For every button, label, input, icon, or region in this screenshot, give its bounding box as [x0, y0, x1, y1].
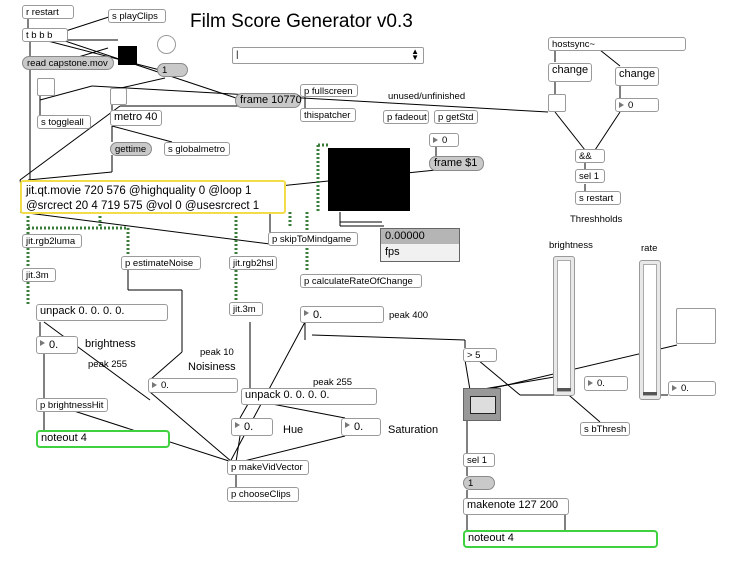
- frame-message[interactable]: frame 10770: [235, 93, 302, 108]
- sync-toggle[interactable]: [548, 94, 566, 112]
- estimate-noise[interactable]: p estimateNoise: [121, 256, 201, 270]
- getstd-subpatch[interactable]: p getStd: [434, 110, 478, 124]
- jit-qt-movie[interactable]: jit.qt.movie 720 576 @highquality 0 @loo…: [20, 180, 286, 214]
- toggle-all[interactable]: [37, 78, 55, 96]
- send-restart[interactable]: s restart: [575, 191, 621, 205]
- brightness-hit[interactable]: p brightnessHit: [36, 398, 108, 412]
- gate-switch-icon: [470, 396, 496, 414]
- noteout-rate[interactable]: noteout 4: [463, 530, 658, 548]
- skip-to-mindgame[interactable]: p skipToMindgame: [268, 232, 358, 246]
- fps-display: 0.00000 fps: [380, 228, 460, 262]
- select-one-a[interactable]: sel 1: [575, 169, 605, 183]
- jit-rgb2luma[interactable]: jit.rgb2luma: [22, 234, 82, 248]
- frame-dollar-message[interactable]: frame $1: [429, 156, 484, 171]
- send-bthresh[interactable]: s bThresh: [580, 422, 630, 436]
- read-movie-message[interactable]: read capstone.mov: [22, 56, 114, 70]
- send-playclips[interactable]: s playClips: [108, 9, 166, 23]
- message-one-b[interactable]: 1: [463, 476, 495, 490]
- makenote[interactable]: makenote 127 200: [463, 498, 569, 515]
- fullscreen-subpatch[interactable]: p fullscreen: [300, 84, 358, 97]
- thispatcher-object[interactable]: thispatcher: [300, 108, 356, 122]
- brightness-label: brightness: [85, 338, 136, 350]
- message-one[interactable]: 1: [157, 63, 188, 77]
- rate-threshold-slider[interactable]: [639, 260, 661, 400]
- noisiness-label: Noisiness: [188, 361, 236, 373]
- hue-number[interactable]: 0.: [231, 418, 273, 436]
- peak-255-label-b: peak 255: [313, 377, 353, 388]
- peak-255-label-a: peak 255: [88, 359, 128, 370]
- logical-and[interactable]: &&: [575, 149, 605, 163]
- frame-number-box[interactable]: 0: [429, 133, 459, 147]
- unpack-hsl[interactable]: unpack 0. 0. 0. 0.: [241, 388, 377, 405]
- saturation-number[interactable]: 0.: [341, 418, 381, 436]
- rate-threshold-number[interactable]: 0.: [668, 381, 716, 396]
- fadeout-subpatch[interactable]: p fadeout: [383, 110, 429, 124]
- thresholds-label: Threshholds: [570, 214, 623, 225]
- brightness-threshold-slider[interactable]: [553, 256, 575, 396]
- noteout-brightness[interactable]: noteout 4: [36, 430, 170, 448]
- jit-3m-hsl[interactable]: jit.3m: [229, 302, 263, 316]
- rate-slider-label: rate: [641, 243, 658, 254]
- jit-rgb2hsl[interactable]: jit.rgb2hsl: [229, 256, 277, 270]
- change-a[interactable]: change: [548, 63, 592, 82]
- send-globalmetro[interactable]: s globalmetro: [164, 142, 230, 156]
- brightness-threshold-number[interactable]: 0.: [584, 376, 628, 391]
- jit-3m-luma[interactable]: jit.3m: [22, 268, 56, 282]
- trigger-button[interactable]: [676, 308, 716, 344]
- choose-clips[interactable]: p chooseClips: [227, 487, 299, 502]
- metro-toggle[interactable]: [110, 88, 127, 105]
- change-b[interactable]: change: [615, 67, 659, 86]
- greater-than-five[interactable]: > 5: [463, 348, 497, 362]
- peak-400-label: peak 400: [389, 310, 429, 321]
- receive-restart[interactable]: r restart: [22, 5, 74, 19]
- brightness-slider-label: brightness: [549, 240, 593, 251]
- peak-10-label: peak 10: [200, 347, 234, 358]
- clip-menu[interactable]: | ▲▼: [232, 47, 424, 64]
- video-display: [328, 148, 410, 211]
- make-vid-vector[interactable]: p makeVidVector: [227, 460, 309, 475]
- loadbang-button[interactable]: [157, 35, 176, 54]
- metro-object[interactable]: metro 40: [110, 110, 162, 126]
- rate-number[interactable]: 0.: [300, 306, 384, 323]
- brightness-number[interactable]: 0.: [36, 336, 78, 354]
- change-number[interactable]: 0: [615, 98, 659, 112]
- bang-button[interactable]: [118, 46, 137, 65]
- gate-box[interactable]: [463, 388, 501, 421]
- calculate-rate-of-change[interactable]: p calculateRateOfChange: [300, 274, 422, 288]
- gettime-message[interactable]: gettime: [110, 142, 152, 156]
- noise-number[interactable]: 0.: [148, 378, 238, 393]
- select-one-b[interactable]: sel 1: [463, 453, 495, 467]
- menu-arrows-icon: ▲▼: [411, 47, 419, 62]
- unpack-brightness[interactable]: unpack 0. 0. 0. 0.: [36, 304, 168, 321]
- send-toggleall[interactable]: s toggleall: [37, 115, 91, 129]
- hue-label: Hue: [283, 424, 304, 436]
- unused-label: unused/unfinished: [388, 91, 466, 102]
- patch-title: Film Score Generator v0.3: [190, 11, 413, 32]
- saturation-label: Saturation: [388, 424, 439, 436]
- trigger-bbb[interactable]: t b b b: [22, 28, 68, 42]
- hostsync[interactable]: hostsync~: [548, 37, 686, 51]
